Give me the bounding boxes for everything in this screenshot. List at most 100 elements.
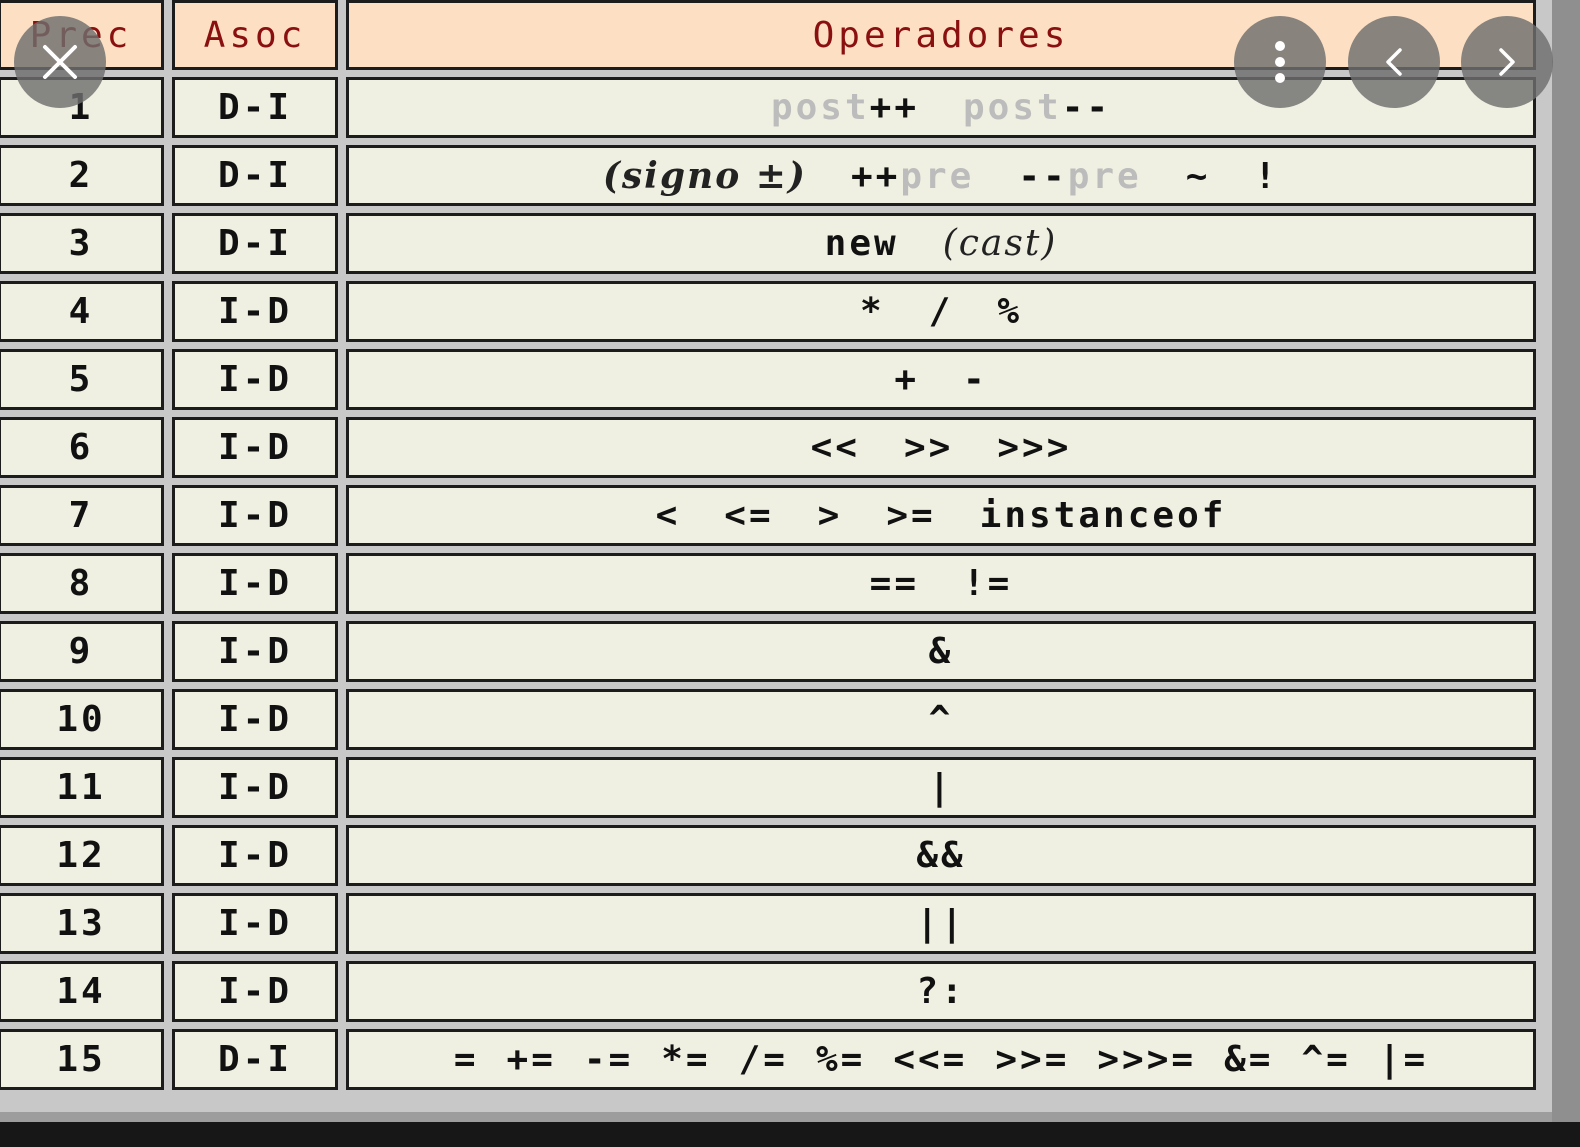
operator-token: new bbox=[824, 223, 899, 264]
more-options-button[interactable] bbox=[1234, 16, 1326, 108]
cell-operadores: <<=>>=instanceof bbox=[346, 485, 1536, 546]
operator-token: %= bbox=[815, 1039, 866, 1080]
cell-operadores: ^ bbox=[346, 689, 1536, 750]
operator-token: ~ bbox=[1185, 155, 1211, 197]
more-vertical-icon bbox=[1273, 40, 1287, 84]
operator-group: --pre bbox=[1018, 156, 1141, 197]
cell-operadores: post++post -- bbox=[346, 77, 1536, 138]
cell-operadores: & bbox=[346, 621, 1536, 682]
chevron-right-icon bbox=[1495, 44, 1519, 80]
operator-group: ~ bbox=[1186, 156, 1211, 197]
cell-asoc: D-I bbox=[172, 213, 338, 274]
cell-operadores: || bbox=[346, 893, 1536, 954]
operator-token: -- bbox=[1061, 87, 1112, 128]
operator-group: ++pre bbox=[851, 156, 974, 197]
operator-group: post++ bbox=[771, 87, 919, 128]
cell-asoc: I-D bbox=[172, 349, 338, 410]
cell-prec: 10 bbox=[0, 689, 164, 750]
operator-token: + bbox=[894, 359, 919, 400]
operator-token: / bbox=[928, 291, 954, 332]
cell-asoc: I-D bbox=[172, 281, 338, 342]
cell-asoc: I-D bbox=[172, 893, 338, 954]
operator-token: (signo ±) bbox=[602, 154, 807, 197]
next-button[interactable] bbox=[1461, 16, 1553, 108]
cell-operadores: new (cast) bbox=[346, 213, 1536, 274]
operator-token: ^= bbox=[1301, 1039, 1351, 1080]
operator-token: &= bbox=[1224, 1039, 1274, 1080]
operator-token: - bbox=[963, 359, 988, 400]
operator-token: && bbox=[916, 835, 966, 876]
operator-token: -= bbox=[583, 1039, 634, 1080]
operator-placeholder: pre bbox=[1067, 155, 1142, 197]
cell-operadores: | bbox=[346, 757, 1536, 818]
operator-token: == bbox=[869, 563, 919, 604]
close-icon bbox=[41, 43, 79, 81]
cell-asoc: I-D bbox=[172, 553, 338, 614]
cell-prec: 9 bbox=[0, 621, 164, 682]
cell-operadores: <<>>>>> bbox=[346, 417, 1536, 478]
operator-token: <<= bbox=[893, 1039, 968, 1080]
cell-prec: 7 bbox=[0, 485, 164, 546]
operator-token: > bbox=[817, 495, 843, 536]
chevron-left-icon bbox=[1382, 44, 1406, 80]
cell-prec: 11 bbox=[0, 757, 164, 818]
cell-asoc: I-D bbox=[172, 485, 338, 546]
cell-operadores: */% bbox=[346, 281, 1536, 342]
header-operadores: Operadores bbox=[346, 0, 1536, 70]
cell-operadores: && bbox=[346, 825, 1536, 886]
cell-operadores: =+=-=*=/=%=<<=>>=>>>=&=^=|= bbox=[346, 1029, 1536, 1090]
operator-token: >>= bbox=[995, 1039, 1070, 1080]
cell-prec: 8 bbox=[0, 553, 164, 614]
operator-token: |= bbox=[1378, 1039, 1429, 1080]
previous-button[interactable] bbox=[1348, 16, 1440, 108]
operator-token: >>>= bbox=[1097, 1039, 1197, 1080]
header-asoc: Asoc bbox=[172, 0, 338, 70]
operator-token: << bbox=[810, 427, 860, 468]
operator-token: % bbox=[997, 291, 1023, 332]
cell-prec: 6 bbox=[0, 417, 164, 478]
operator-token: != bbox=[963, 563, 1013, 604]
operator-placeholder: post bbox=[770, 87, 870, 128]
operator-placeholder: pre bbox=[900, 155, 975, 197]
close-button[interactable] bbox=[14, 16, 106, 108]
cell-prec: 14 bbox=[0, 961, 164, 1022]
scroll-edge bbox=[1552, 0, 1580, 1122]
cell-prec: 5 bbox=[0, 349, 164, 410]
operator-group: (signo ±) bbox=[602, 154, 807, 197]
operator-token: >> bbox=[903, 427, 954, 468]
operator-token: ++ bbox=[869, 87, 919, 128]
operator-token: <= bbox=[724, 495, 774, 536]
operator-token: += bbox=[506, 1039, 556, 1080]
operator-token: = bbox=[453, 1039, 479, 1080]
operator-token: -- bbox=[1018, 155, 1068, 197]
operator-token: ?: bbox=[916, 971, 966, 1012]
operator-token: /= bbox=[738, 1039, 788, 1080]
cell-prec: 13 bbox=[0, 893, 164, 954]
cell-asoc: D-I bbox=[172, 77, 338, 138]
cell-prec: 4 bbox=[0, 281, 164, 342]
operator-token: ! bbox=[1254, 155, 1280, 197]
operator-token: (cast) bbox=[942, 223, 1058, 264]
cell-asoc: I-D bbox=[172, 825, 338, 886]
cell-asoc: I-D bbox=[172, 689, 338, 750]
cell-asoc: D-I bbox=[172, 145, 338, 206]
operator-token: ++ bbox=[850, 155, 901, 197]
operator-token: < bbox=[655, 495, 681, 536]
bottom-bar bbox=[0, 1122, 1580, 1147]
cell-operadores: == != bbox=[346, 553, 1536, 614]
